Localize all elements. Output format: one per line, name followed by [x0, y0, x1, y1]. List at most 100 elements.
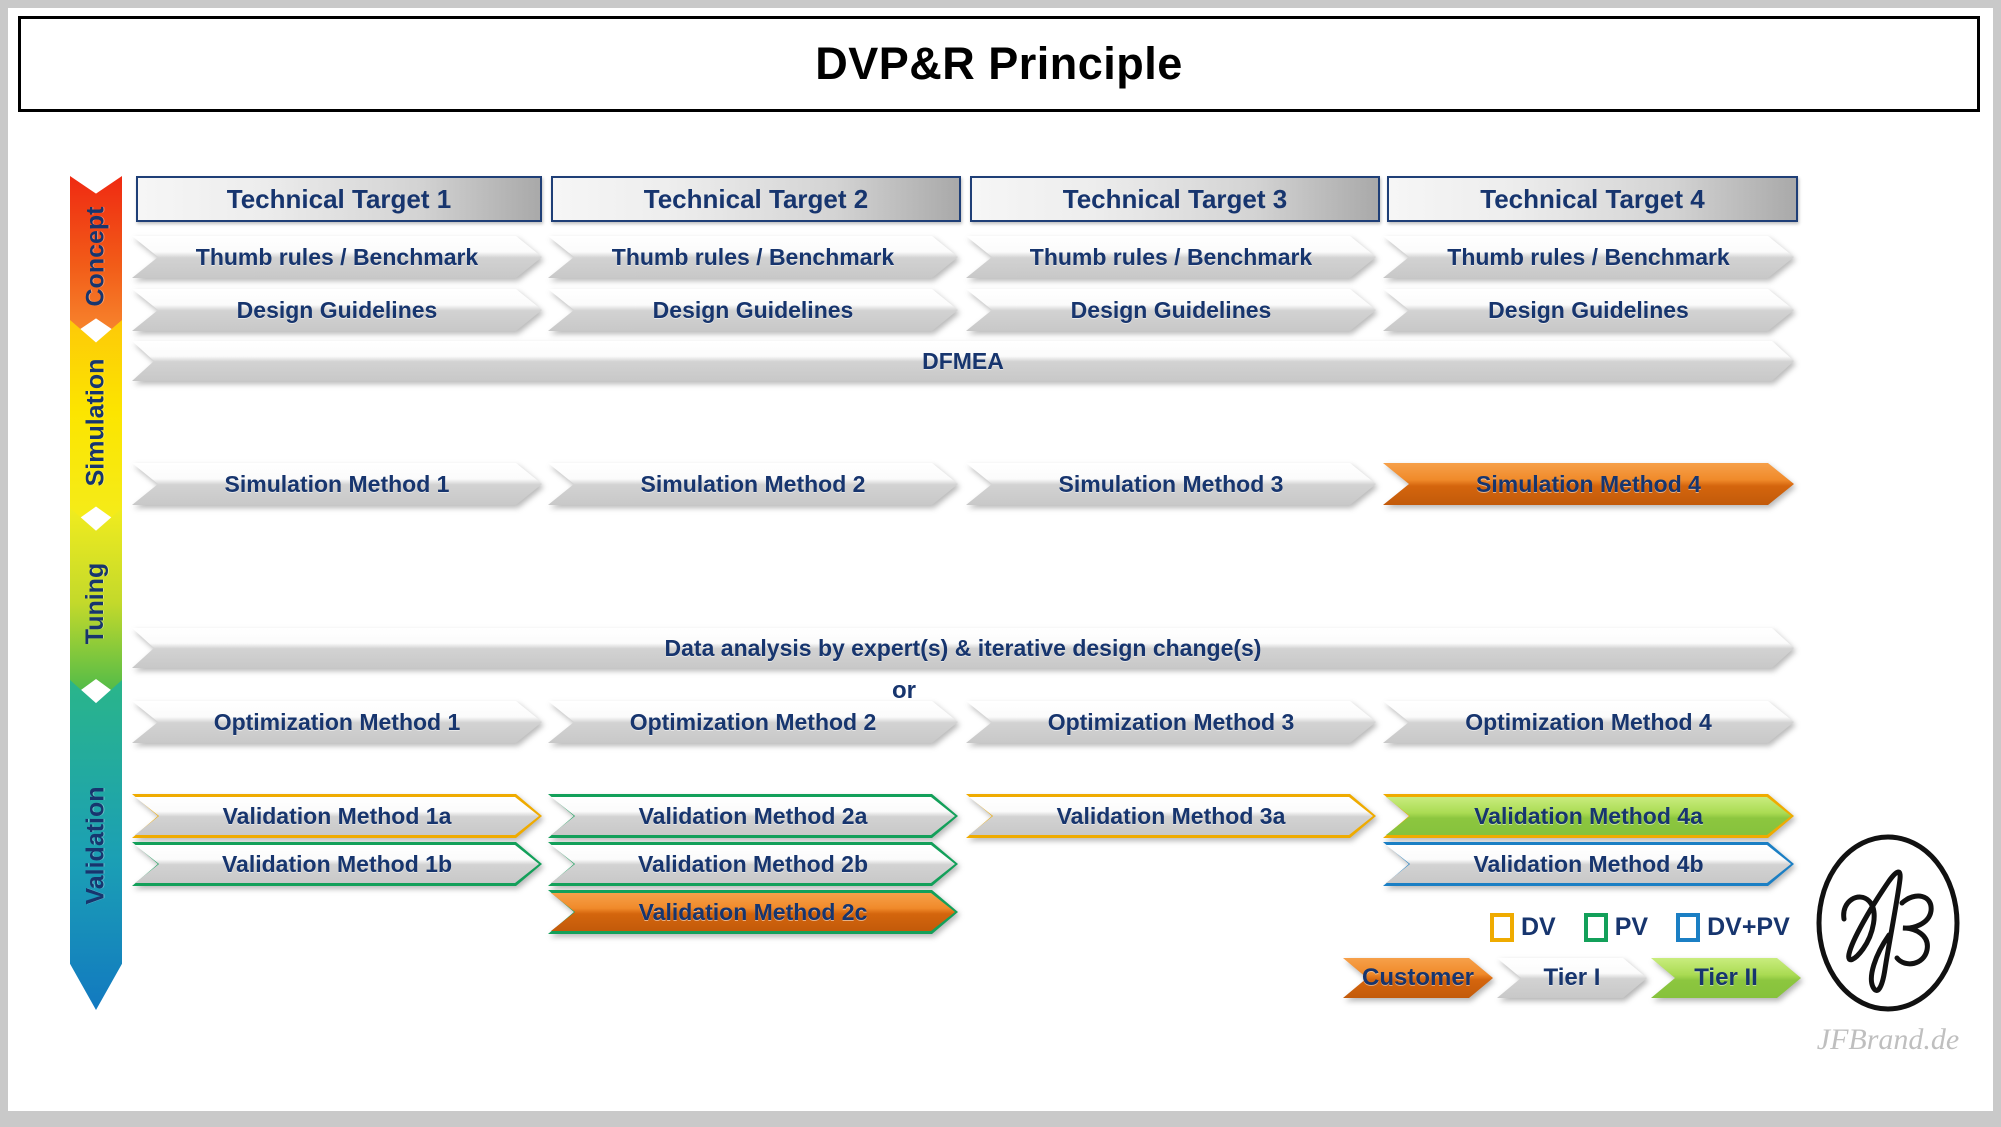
- design-guidelines-1-label: Design Guidelines: [236, 296, 438, 323]
- data-analysis-label: Data analysis by expert(s) & iterative d…: [664, 634, 1262, 661]
- optimization-method-4[interactable]: Optimization Method 4: [1383, 701, 1794, 743]
- title-box: DVP&R Principle: [18, 16, 1980, 112]
- validation-method-4b[interactable]: Validation Method 4b: [1383, 842, 1794, 886]
- optimization-method-3[interactable]: Optimization Method 3: [966, 701, 1376, 743]
- simulation-method-2[interactable]: Simulation Method 2: [548, 463, 958, 505]
- bar-shape: [1651, 958, 1801, 998]
- simulation-method-4[interactable]: Simulation Method 4: [1383, 463, 1794, 505]
- thumb-rules-2[interactable]: Thumb rules / Benchmark: [548, 236, 958, 278]
- bar-shape: [135, 797, 539, 835]
- optimization-method-1[interactable]: Optimization Method 1: [132, 701, 542, 743]
- bar-shape: [135, 845, 539, 883]
- bar-shape: [1497, 958, 1647, 998]
- legend-label-dv: DV: [1521, 913, 1556, 941]
- design-guidelines-4-label: Design Guidelines: [1488, 296, 1689, 323]
- bar-shape: [1383, 463, 1794, 505]
- design-guidelines-3-label: Design Guidelines: [1070, 296, 1272, 323]
- bar-shape: [969, 797, 1373, 835]
- legend-bar-tier-1-label: Tier I: [1543, 964, 1601, 991]
- bar-shape: [548, 236, 958, 278]
- bar-shape: [1343, 958, 1493, 998]
- bar-shape: [132, 236, 542, 278]
- bar-shape: [966, 463, 1376, 505]
- phase-tuning: Tuning: [70, 508, 122, 698]
- validation-method-3a[interactable]: Validation Method 3a: [966, 794, 1376, 838]
- brand-name: JFBrand.de: [1816, 1023, 1960, 1056]
- brand-logo: JFBrand.de: [1797, 831, 1979, 1071]
- phase-concept: Concept: [70, 176, 122, 336]
- validation-method-1b-label: Validation Method 1b: [221, 850, 452, 877]
- thumb-rules-1[interactable]: Thumb rules / Benchmark: [132, 236, 542, 278]
- bar-shape: [132, 463, 542, 505]
- bar-shape: [548, 701, 958, 743]
- bar-shape: [1386, 797, 1791, 835]
- legend-bar-tier-1[interactable]: Tier I: [1497, 958, 1647, 998]
- thumb-rules-3-label: Thumb rules / Benchmark: [1029, 243, 1313, 270]
- validation-method-4a-label: Validation Method 4a: [1474, 802, 1703, 829]
- optimization-method-2[interactable]: Optimization Method 2: [548, 701, 958, 743]
- bar-shape: [551, 797, 955, 835]
- phase-simulation: Simulation: [70, 320, 122, 525]
- bar-shape: [1383, 701, 1794, 743]
- bar-shape: [1383, 289, 1794, 331]
- design-guidelines-1[interactable]: Design Guidelines: [132, 289, 542, 331]
- simulation-method-4-label: Simulation Method 4: [1476, 470, 1701, 497]
- validation-method-4a[interactable]: Validation Method 4a: [1383, 794, 1794, 838]
- thumb-rules-1-label: Thumb rules / Benchmark: [195, 243, 479, 270]
- bar-shape: [548, 289, 958, 331]
- design-guidelines-2[interactable]: Design Guidelines: [548, 289, 958, 331]
- phase-validation: Validation: [70, 680, 122, 1010]
- legend-swatch-dvpv-icon: [1676, 913, 1701, 942]
- legend-label-pv: PV: [1614, 913, 1649, 941]
- thumb-rules-4[interactable]: Thumb rules / Benchmark: [1383, 236, 1794, 278]
- technical-target-2[interactable]: Technical Target 2: [551, 176, 961, 222]
- validation-method-2c[interactable]: Validation Method 2c: [548, 890, 958, 934]
- bar-shape: [132, 289, 542, 331]
- bar-shape: [1386, 845, 1791, 883]
- legend-bar-customer-label: Customer: [1361, 964, 1475, 991]
- bar-shape: [966, 236, 1376, 278]
- optimization-method-1-label: Optimization Method 1: [213, 708, 461, 735]
- validation-method-2c-label: Validation Method 2c: [638, 898, 868, 925]
- bar-shape: [132, 701, 542, 743]
- technical-target-1[interactable]: Technical Target 1: [136, 176, 542, 222]
- legend-swatch-dv-icon: [1490, 913, 1514, 942]
- dfmea-bar[interactable]: DFMEA: [132, 341, 1794, 381]
- validation-method-2a[interactable]: Validation Method 2a: [548, 794, 958, 838]
- bar-shape: [551, 893, 955, 931]
- data-analysis-bar[interactable]: Data analysis by expert(s) & iterative d…: [132, 628, 1794, 668]
- validation-method-1a[interactable]: Validation Method 1a: [132, 794, 542, 838]
- thumb-rules-3[interactable]: Thumb rules / Benchmark: [966, 236, 1376, 278]
- legend-bar-tier-2[interactable]: Tier II: [1651, 958, 1801, 998]
- thumb-rules-4-label: Thumb rules / Benchmark: [1447, 243, 1730, 270]
- bar-shape: [966, 289, 1376, 331]
- legend-bar-customer[interactable]: Customer: [1343, 958, 1493, 998]
- legend-label-dvpv: DV+PV: [1707, 913, 1790, 941]
- technical-target-3[interactable]: Technical Target 3: [970, 176, 1380, 222]
- design-guidelines-3[interactable]: Design Guidelines: [966, 289, 1376, 331]
- bar-shape: [1383, 236, 1794, 278]
- design-guidelines-4[interactable]: Design Guidelines: [1383, 289, 1794, 331]
- validation-method-1a-label: Validation Method 1a: [222, 802, 452, 829]
- thumb-rules-2-label: Thumb rules / Benchmark: [611, 243, 895, 270]
- simulation-method-3-label: Simulation Method 3: [1058, 470, 1284, 497]
- simulation-method-3[interactable]: Simulation Method 3: [966, 463, 1376, 505]
- jb-monogram-icon: [1816, 834, 1960, 1012]
- design-guidelines-2-label: Design Guidelines: [652, 296, 854, 323]
- validation-method-1b[interactable]: Validation Method 1b: [132, 842, 542, 886]
- validation-method-3a-label: Validation Method 3a: [1056, 802, 1286, 829]
- legend-swatch-pv-icon: [1583, 913, 1608, 942]
- validation-method-4b-label: Validation Method 4b: [1473, 850, 1704, 877]
- technical-target-4-label: Technical Target 4: [1480, 183, 1705, 214]
- bar-shape: [548, 463, 958, 505]
- validation-method-2b[interactable]: Validation Method 2b: [548, 842, 958, 886]
- bar-shape: [132, 341, 1794, 381]
- simulation-method-1[interactable]: Simulation Method 1: [132, 463, 542, 505]
- simulation-method-2-label: Simulation Method 2: [640, 470, 866, 497]
- technical-target-4[interactable]: Technical Target 4: [1387, 176, 1798, 222]
- simulation-method-1-label: Simulation Method 1: [224, 470, 450, 497]
- validation-method-2a-label: Validation Method 2a: [638, 802, 868, 829]
- bar-shape: [132, 628, 1794, 668]
- or-label: or: [892, 677, 916, 704]
- technical-target-3-label: Technical Target 3: [1062, 183, 1288, 214]
